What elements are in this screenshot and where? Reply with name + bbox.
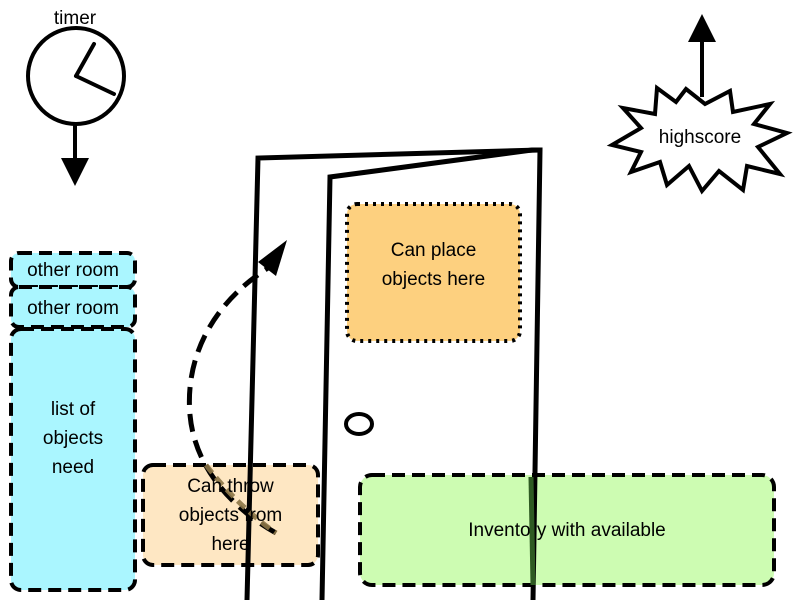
room-tab-2-label[interactable]: other room bbox=[27, 297, 119, 319]
arrow-up-icon bbox=[688, 14, 716, 97]
inventory-panel bbox=[358, 473, 776, 587]
curved-arrow-icon bbox=[186, 240, 287, 536]
timer-label: timer bbox=[53, 8, 97, 29]
objects-list-panel bbox=[9, 327, 137, 592]
place-zone-label: Can place objects here bbox=[381, 240, 486, 290]
highscore-label: highscore bbox=[658, 127, 742, 148]
door-knob bbox=[344, 412, 374, 436]
starburst-icon bbox=[606, 84, 793, 195]
throw-zone[interactable] bbox=[141, 463, 320, 567]
door-icon bbox=[244, 147, 543, 600]
objects-list-label: list of objects need bbox=[42, 399, 104, 478]
throw-zone-label: Can throw objects from here bbox=[178, 476, 283, 555]
clock-icon bbox=[26, 26, 126, 126]
inventory-label: Inventory with available bbox=[468, 519, 666, 541]
arrow-down-icon bbox=[61, 125, 89, 186]
room-tab-1-label[interactable]: other room bbox=[27, 259, 119, 281]
place-zone[interactable] bbox=[345, 202, 522, 343]
